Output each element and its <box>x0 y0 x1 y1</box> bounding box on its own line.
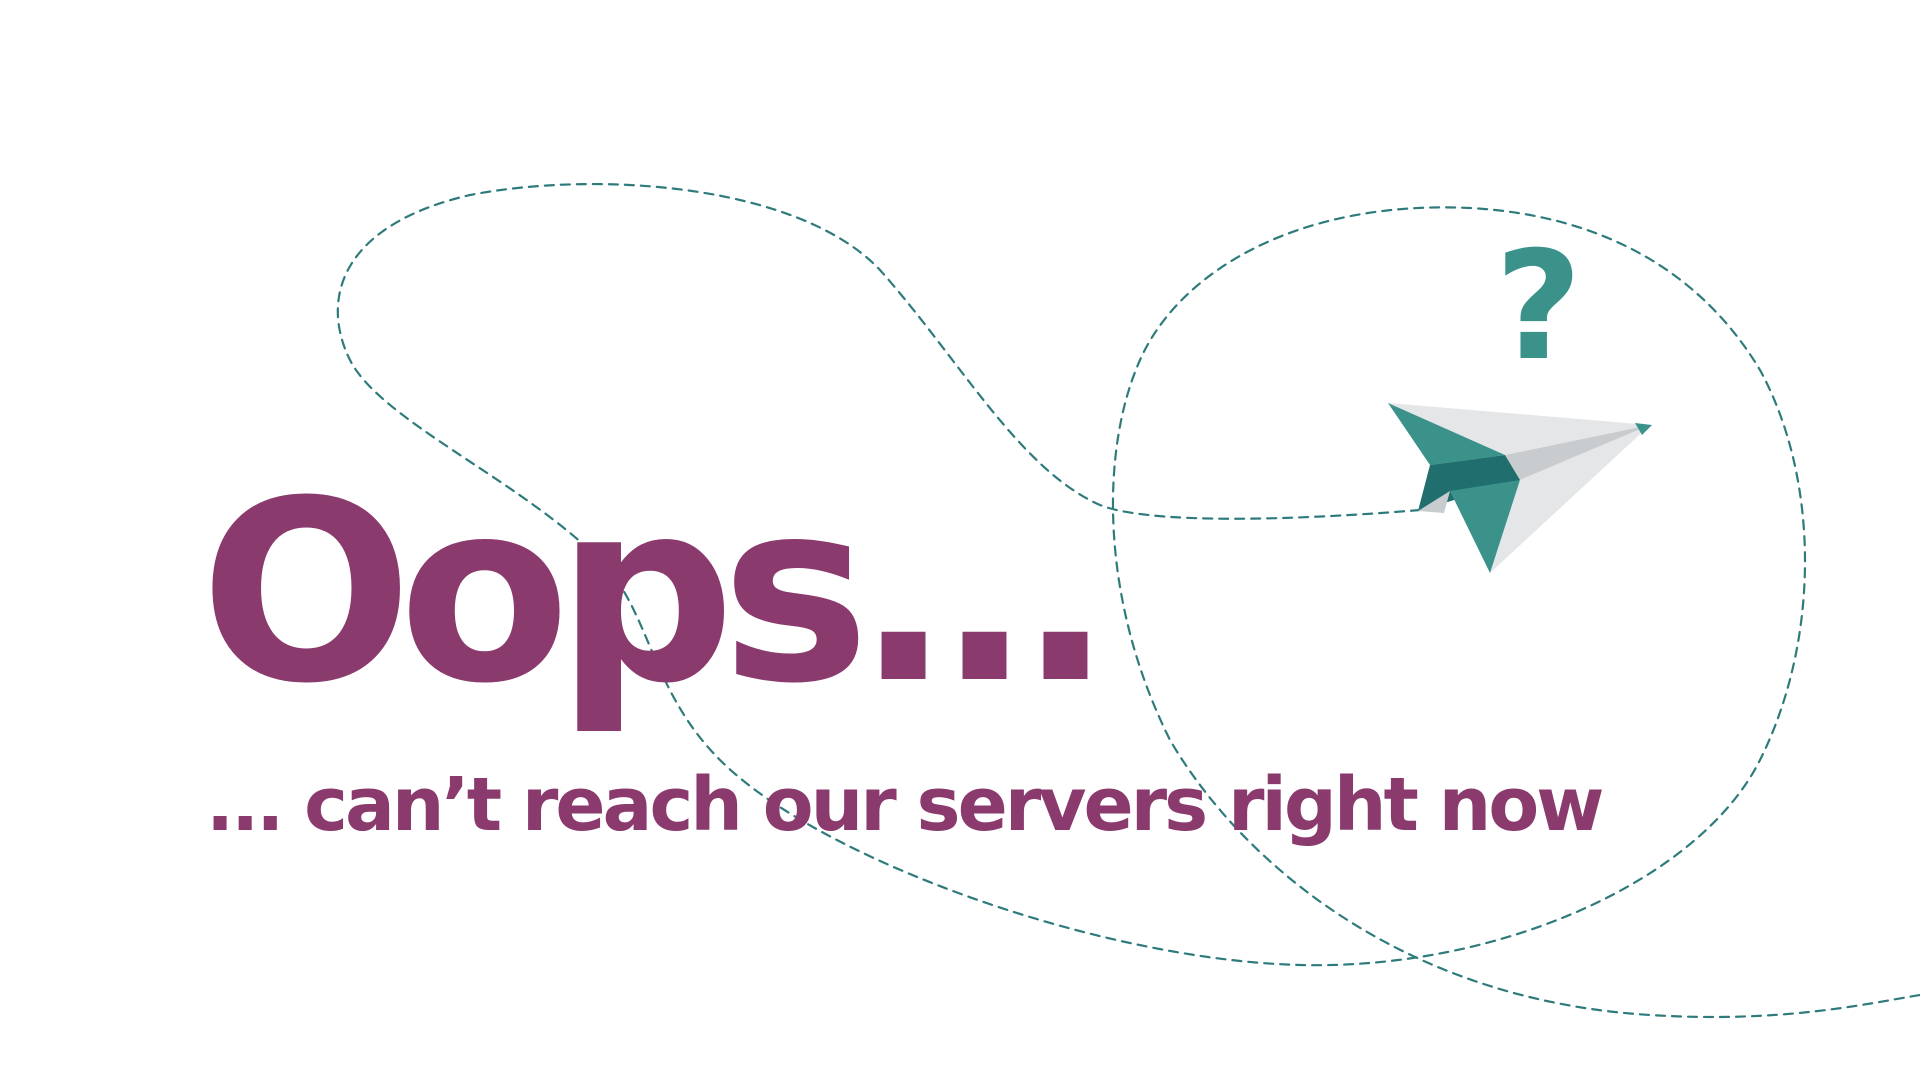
plane-tail <box>1418 491 1450 513</box>
plane-lower-wing <box>1490 425 1650 573</box>
plane-nose <box>1635 423 1652 435</box>
plane-top-wing <box>1388 403 1650 455</box>
plane-left-flap <box>1388 403 1505 465</box>
plane-fold-shadow <box>1505 425 1650 480</box>
page-title: Oops... <box>200 447 1113 738</box>
plane-keel <box>1450 480 1520 573</box>
error-message: ... can’t reach our servers right now <box>206 762 1605 848</box>
question-mark-icon: ? <box>1495 220 1583 394</box>
paper-plane-icon <box>1388 403 1652 573</box>
flight-path-left-loop <box>336 182 1920 1019</box>
